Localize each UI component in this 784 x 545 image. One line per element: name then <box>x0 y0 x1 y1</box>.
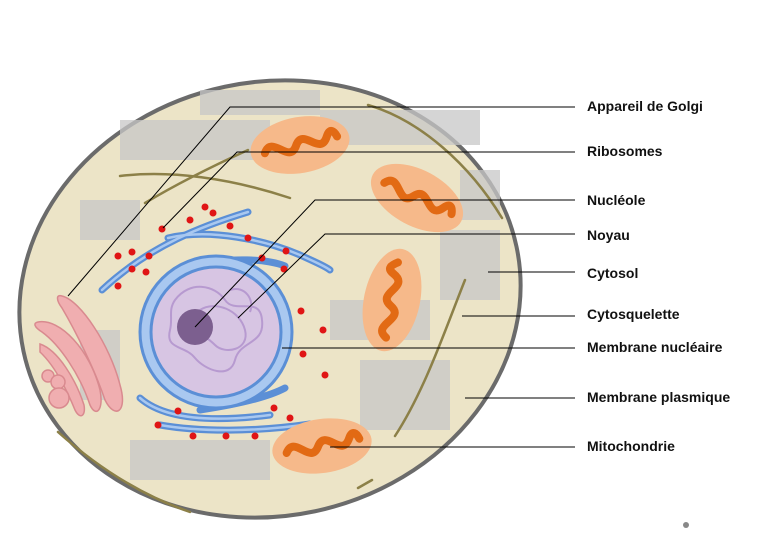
golgi-apparatus <box>34 294 124 417</box>
label-ribosomes: Ribosomes <box>587 143 663 159</box>
leader-noyau <box>237 233 575 319</box>
label-mitochondrie: Mitochondrie <box>587 438 675 454</box>
label-cytosquelette: Cytosquelette <box>587 306 680 322</box>
leader-golgi <box>67 106 575 297</box>
nucleus <box>138 254 294 410</box>
leader-lines <box>67 106 575 448</box>
mitochondrion <box>250 116 350 174</box>
label-nucleole: Nucléole <box>587 192 646 208</box>
mitochondrion <box>272 418 372 474</box>
label-noyau: Noyau <box>587 227 630 243</box>
ribosomes <box>114 203 329 440</box>
label-golgi: Appareil de Golgi <box>587 98 703 114</box>
mitochondrion <box>370 163 464 233</box>
mitochondrion <box>362 248 422 352</box>
er-lumen <box>100 210 332 432</box>
cytoskeleton <box>56 103 504 514</box>
stray-dot <box>683 522 689 528</box>
leader-ribosomes <box>162 151 575 229</box>
label-membrane-nucleaire: Membrane nucléaire <box>587 339 723 355</box>
leader-nucleole <box>194 199 575 328</box>
mitochondria <box>250 116 464 474</box>
label-cytosol: Cytosol <box>587 265 639 281</box>
label-membrane-plasmique: Membrane plasmique <box>587 389 731 405</box>
